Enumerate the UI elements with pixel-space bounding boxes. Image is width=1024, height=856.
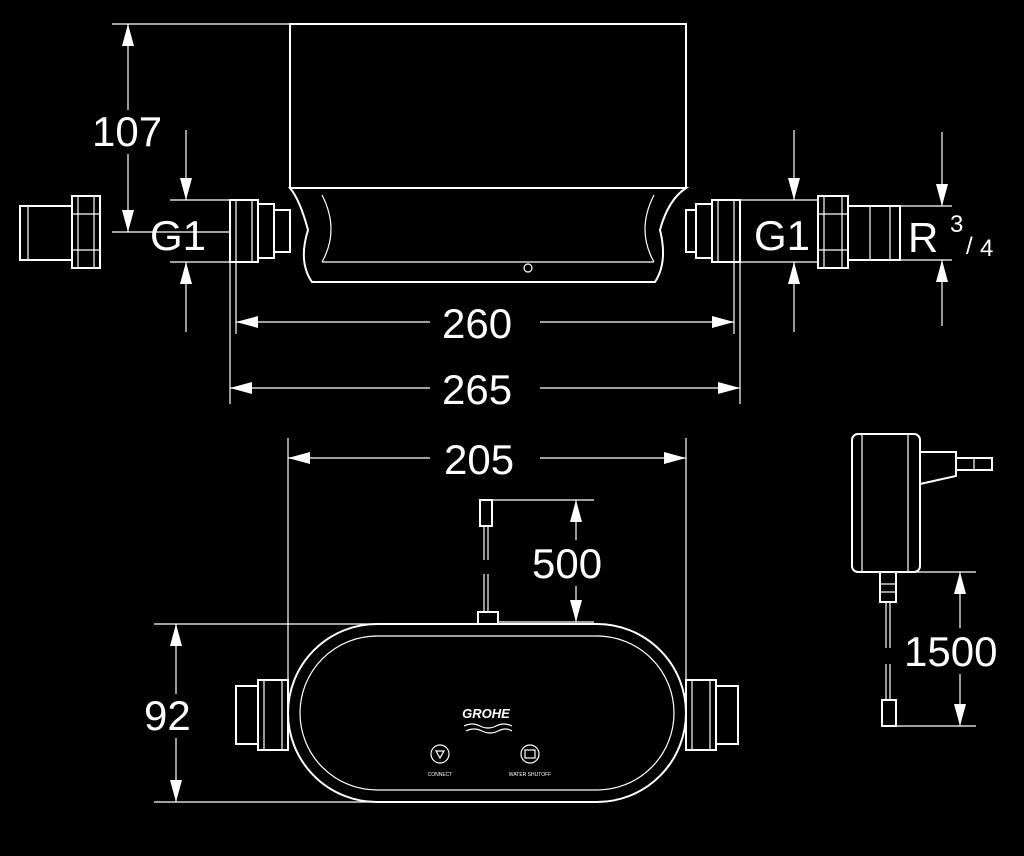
dim-r-letter: R	[908, 214, 938, 261]
dim-r-denominator: 4	[980, 235, 993, 262]
dimension-500: 500	[492, 499, 618, 623]
dimension-265: 265	[229, 262, 741, 413]
dimension-1500: 1500	[896, 571, 1012, 727]
housing-lower	[287, 187, 690, 283]
valve-icon	[524, 749, 536, 759]
adapter-plug	[919, 451, 957, 485]
dim-260-label: 260	[442, 300, 512, 347]
adapter-connector	[881, 699, 897, 727]
front-view: GROHE CONNECT WATER SHUTOFF	[235, 499, 739, 803]
dimension-92: 92	[140, 623, 476, 803]
dim-g1-left-label: G1	[150, 212, 206, 259]
right-connector	[685, 199, 741, 263]
dimension-g1-left: G1	[150, 130, 230, 332]
dimension-205: 205	[287, 436, 687, 680]
dim-g1-right-label: G1	[754, 212, 810, 259]
dim-205-label: 205	[444, 436, 514, 483]
left-fitting	[19, 195, 101, 269]
grohe-logo: GROHE	[462, 706, 510, 721]
logo-wave-2	[465, 728, 513, 734]
probe-cable	[479, 499, 493, 612]
dim-265-label: 265	[442, 366, 512, 413]
power-adapter	[851, 433, 993, 727]
dimension-260: 260	[235, 262, 735, 347]
water-shutoff-label: WATER SHUTOFF	[509, 772, 551, 778]
housing-lower-inner	[321, 194, 655, 263]
dimension-r34: R 3 / 4	[900, 132, 993, 326]
right-fitting	[817, 195, 901, 269]
sensor-dot	[523, 263, 533, 273]
top-view	[19, 23, 901, 283]
droplet-icon	[434, 750, 446, 760]
dim-r-slash: /	[966, 233, 973, 260]
dim-500-label: 500	[532, 540, 602, 587]
front-right-connector	[685, 679, 739, 751]
cable-stub	[477, 611, 499, 625]
adapter-strain-relief	[879, 571, 897, 603]
device-inner-shell	[299, 635, 675, 791]
connect-button[interactable]: CONNECT	[428, 744, 453, 778]
dim-1500-label: 1500	[904, 628, 997, 675]
logo-wave-1	[463, 723, 513, 729]
dim-92-label: 92	[144, 692, 191, 739]
dim-r-numerator: 3	[950, 211, 963, 238]
water-shutoff-button[interactable]: WATER SHUTOFF	[509, 744, 551, 778]
front-left-connector	[235, 679, 289, 751]
housing-upper	[289, 23, 687, 189]
dimension-g1-right: G1	[740, 130, 818, 332]
dim-107-label: 107	[92, 108, 162, 155]
left-connector	[229, 199, 291, 263]
dimension-107: 107	[86, 23, 290, 233]
connect-label: CONNECT	[428, 772, 453, 778]
